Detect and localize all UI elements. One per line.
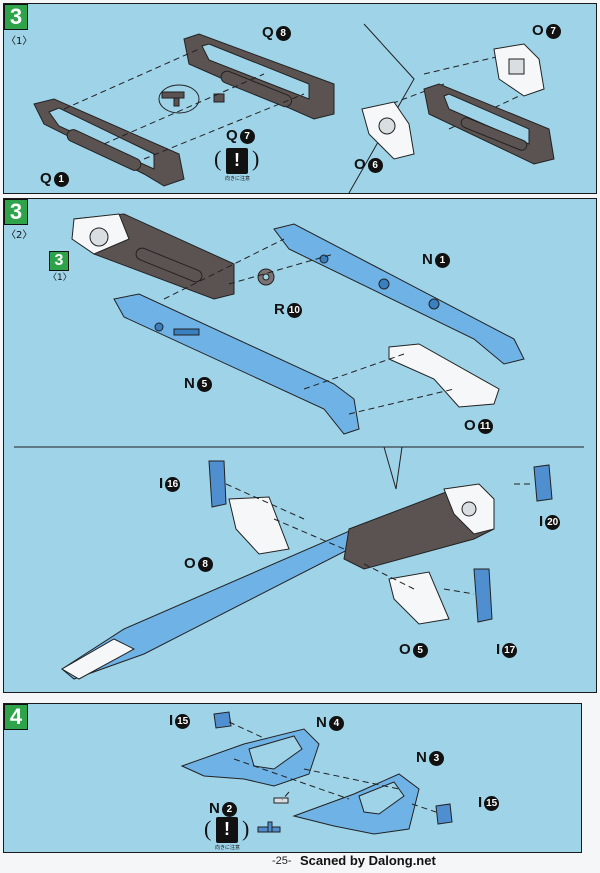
sub-step-label: 〈1〉	[6, 36, 33, 47]
part-i15-left	[213, 711, 232, 729]
step-4-panel: 4	[3, 703, 582, 853]
part-r10	[257, 268, 275, 286]
part-n1	[273, 223, 525, 365]
part-n3	[292, 773, 420, 835]
part-n2	[273, 797, 289, 804]
reference-sub-label: 〈1〉	[48, 273, 72, 283]
part-i20	[533, 464, 553, 502]
step-3-1-drawing	[33, 23, 555, 193]
step-number-badge: 4	[4, 704, 28, 730]
reference-step-badge: 3	[49, 251, 69, 271]
part-o5	[388, 571, 450, 625]
caution-icon: !	[226, 148, 248, 174]
caution-text: 向きに注意	[225, 176, 251, 182]
part-o7	[493, 43, 545, 97]
step-3-1-panel: 3 〈1〉	[3, 3, 597, 194]
caution-paren-right: )	[252, 146, 260, 171]
part-sub-assembly	[71, 213, 235, 300]
part-i17	[473, 568, 493, 623]
part-n4	[180, 728, 320, 787]
step-number-badge: 3	[4, 4, 28, 30]
step-3-2-panel: 3 〈2〉 3 〈1〉	[3, 198, 597, 693]
part-o11	[388, 343, 500, 408]
pin-detail	[257, 821, 281, 833]
step-number-badge: 3	[4, 199, 28, 225]
pin-part	[161, 91, 225, 107]
step-3-2-drawing	[14, 213, 584, 680]
part-n5	[113, 293, 360, 435]
sub-step-label: 〈2〉	[6, 230, 33, 241]
part-q8	[183, 33, 335, 120]
part-right-frame	[423, 83, 555, 165]
part-i16	[208, 460, 227, 508]
scan-credit: Scaned by Dalong.net	[300, 853, 436, 868]
page-number: -25-	[272, 855, 292, 867]
step-4-drawing	[180, 711, 453, 835]
part-o6	[361, 101, 415, 160]
caution-icon: !	[216, 817, 238, 843]
part-o8	[228, 496, 290, 555]
part-i15-right	[435, 803, 453, 825]
part-q1	[33, 98, 185, 187]
caution-paren-left: (	[214, 146, 222, 171]
caution-text: 向きに注意	[215, 845, 241, 851]
page-footer: -25- Scaned by Dalong.net	[0, 852, 600, 873]
part-long-blade-assembly	[61, 483, 495, 680]
caution-paren-left: (	[204, 816, 212, 841]
caution-paren-right: )	[242, 816, 250, 841]
